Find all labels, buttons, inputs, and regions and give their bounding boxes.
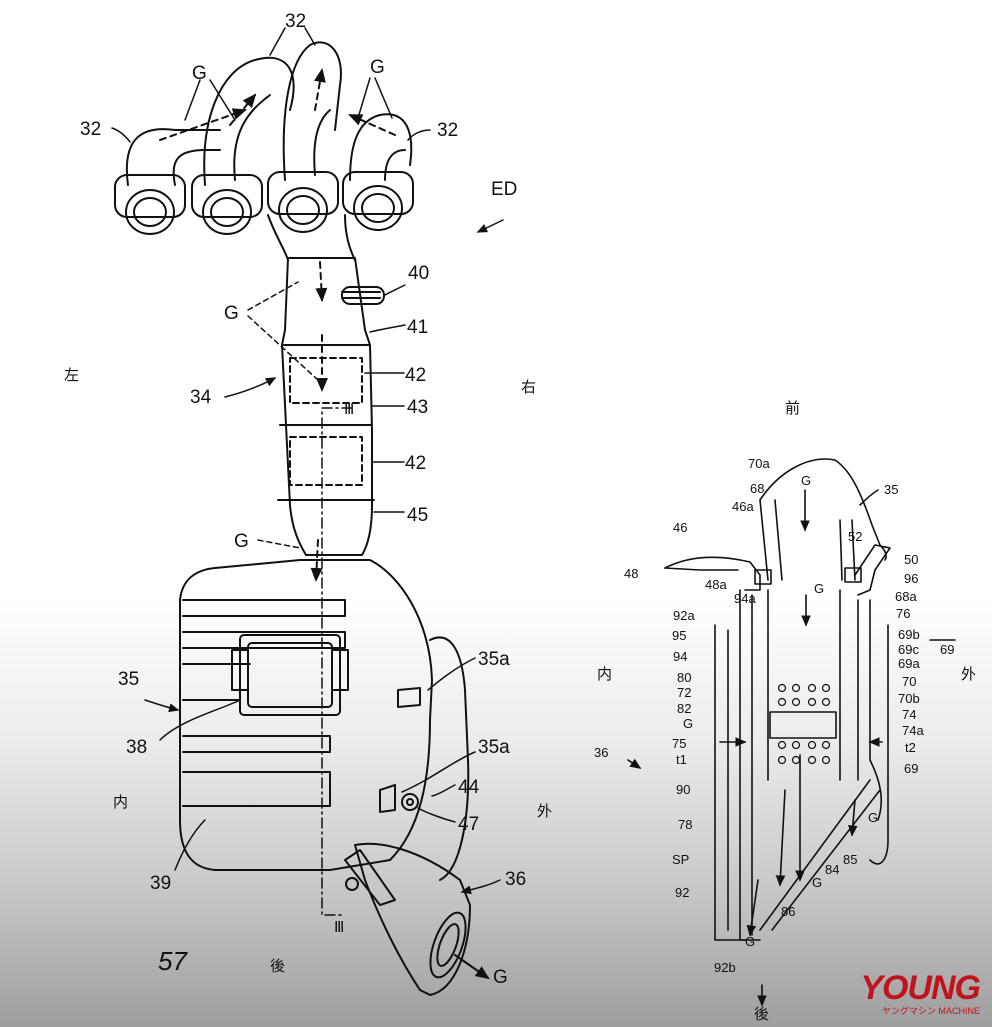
label-32-top-a: 32 <box>285 11 307 32</box>
section-view <box>627 458 956 1007</box>
label-35a-upper: 35a <box>478 649 510 670</box>
label-43: 43 <box>407 397 429 418</box>
direction-right: 右 <box>521 378 537 396</box>
muffler-35 <box>179 559 433 871</box>
fig2-69-low: 69 <box>904 761 919 776</box>
label-36: 36 <box>505 869 527 890</box>
fig2-g-lower: G <box>812 875 823 890</box>
fig2-69c: 69c <box>898 642 919 657</box>
label-39: 39 <box>150 873 172 894</box>
fig2-76: 76 <box>896 606 911 621</box>
fig2-69b: 69b <box>898 627 920 642</box>
label-40: 40 <box>408 263 430 284</box>
section-mark-bottom: Ⅲ <box>334 919 345 936</box>
label-32-right: 32 <box>437 120 459 141</box>
label-ed: ED <box>491 179 518 200</box>
fig2-96: 96 <box>904 571 919 586</box>
fig2-g-left: G <box>683 716 694 731</box>
label-38: 38 <box>126 737 148 758</box>
fig2-g-top: G <box>801 473 812 488</box>
fig2-g-bottom: G <box>745 934 756 949</box>
fig2-68: 68 <box>750 481 765 496</box>
fig2-78: 78 <box>678 817 693 832</box>
fig2-t1: t1 <box>676 752 687 767</box>
direction-rear: 後 <box>270 957 286 975</box>
fig2-92a: 92a <box>673 608 695 623</box>
fig2-g-right: G <box>868 810 879 825</box>
fig2-94: 94 <box>673 649 688 664</box>
label-44: 44 <box>458 777 480 798</box>
label-g-low: G <box>234 531 249 552</box>
fig2-36: 36 <box>594 745 609 760</box>
fig2-94a: 94a <box>734 591 756 606</box>
fig2-46: 46 <box>673 520 688 535</box>
label-47: 47 <box>458 814 480 835</box>
fig2-68a: 68a <box>895 589 917 604</box>
fig2-92: 92 <box>675 885 690 900</box>
fig2-70: 70 <box>902 674 917 689</box>
fig2-90: 90 <box>676 782 691 797</box>
fig2-86: 86 <box>781 904 796 919</box>
fig2-74a: 74a <box>902 723 924 738</box>
fig2-52: 52 <box>848 529 863 544</box>
fig2-inner: 内 <box>597 665 613 683</box>
label-g-right: G <box>370 57 385 78</box>
fig2-rear: 後 <box>754 1005 770 1023</box>
fig2-69: 69 <box>940 642 955 657</box>
fig2-front: 前 <box>785 399 801 417</box>
fig2-85: 85 <box>843 852 858 867</box>
label-42-lower: 42 <box>405 453 427 474</box>
fig2-70a: 70a <box>748 456 770 471</box>
section-mark-top: Ⅲ <box>344 401 355 418</box>
watermark-logo: YOUNG ヤングマシン MACHINE <box>860 969 981 1017</box>
direction-left: 左 <box>64 366 80 384</box>
fig2-82: 82 <box>677 701 692 716</box>
fig2-g-mid: G <box>814 581 825 596</box>
fig2-69a: 69a <box>898 656 920 671</box>
fig2-72: 72 <box>677 685 692 700</box>
fig2-48: 48 <box>624 566 639 581</box>
direction-inner: 内 <box>113 793 129 811</box>
label-45: 45 <box>407 505 429 526</box>
fig2-outer: 外 <box>961 665 977 683</box>
fig2-92b: 92b <box>714 960 736 975</box>
collector-pipe-34 <box>277 257 385 582</box>
fig2-80: 80 <box>677 670 692 685</box>
leader-lines-fig1 <box>111 27 504 895</box>
label-41: 41 <box>407 317 429 338</box>
fig2-95: 95 <box>672 628 687 643</box>
fig2-46a: 46a <box>732 499 754 514</box>
direction-outer: 外 <box>537 802 553 820</box>
silencer-36 <box>344 636 490 996</box>
label-32-left: 32 <box>80 119 102 140</box>
figure-number: 57 <box>158 946 187 976</box>
fig2-48a: 48a <box>705 577 727 592</box>
section-line <box>321 407 353 916</box>
label-35a-lower: 35a <box>478 737 510 758</box>
label-g-out: G <box>493 967 508 988</box>
label-35: 35 <box>118 669 140 690</box>
logo-text: YOUNG <box>860 969 981 1007</box>
fig2-t2: t2 <box>905 740 916 755</box>
exhaust-pipes-32 <box>114 41 414 261</box>
fig2-35: 35 <box>884 482 899 497</box>
fig2-75: 75 <box>672 736 687 751</box>
logo-subtext: ヤングマシン MACHINE <box>881 1006 980 1016</box>
fig2-74: 74 <box>902 707 917 722</box>
fig2-sp: SP <box>672 852 690 867</box>
fig2-84: 84 <box>825 862 840 877</box>
fig2-50: 50 <box>904 552 919 567</box>
fig2-70b: 70b <box>898 691 920 706</box>
label-34: 34 <box>190 387 212 408</box>
label-g-mid: G <box>224 303 239 324</box>
label-42-upper: 42 <box>405 365 427 386</box>
label-g-left: G <box>192 63 207 84</box>
